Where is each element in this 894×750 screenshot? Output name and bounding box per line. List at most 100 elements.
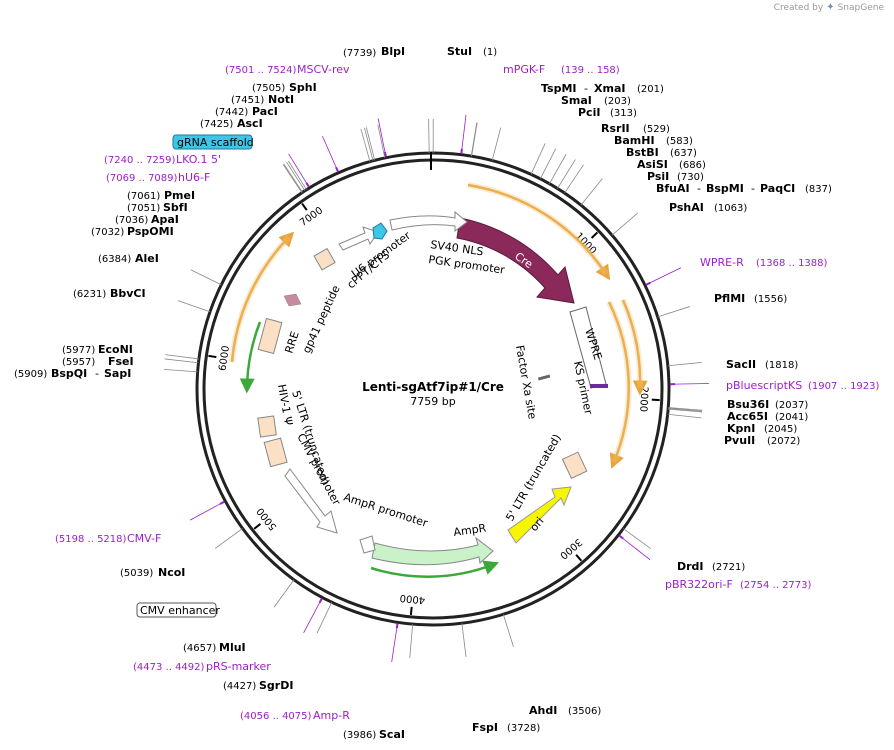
- enzyme-pos-smai: (203): [604, 96, 631, 107]
- backbone-outer-ring: [195, 151, 671, 627]
- enzyme-name-pflmi[interactable]: PflMI: [714, 292, 745, 305]
- scale-tick-label-5000: 5000: [255, 505, 279, 532]
- enzyme-name-mlui[interactable]: MluI: [219, 641, 246, 654]
- enzyme-name-blpi[interactable]: BlpI: [381, 45, 405, 58]
- grna-scaffold-tag[interactable]: gRNA scaffold: [172, 134, 254, 150]
- enzyme-name-ncoi[interactable]: NcoI: [158, 566, 185, 579]
- scale-tick-label-3000: 3000: [557, 536, 583, 561]
- hiv-psi-label: HIV-1 Ψ: [275, 383, 295, 426]
- orf-arc-left: [230, 231, 295, 363]
- enzyme-connector-sphi: [377, 124, 386, 159]
- enzyme-pos-noti: (7451): [231, 95, 264, 106]
- primer-name-pbks[interactable]: pBluescriptKS: [726, 379, 802, 392]
- orf-arc-top-right: [467, 183, 611, 281]
- enzyme-pos-fsei: (5957): [62, 357, 95, 368]
- enzyme-name-econi[interactable]: EcoNI: [98, 343, 133, 356]
- enzyme-pos-sgrdi: (4427): [223, 681, 256, 692]
- scale-tick-label-6000: 6000: [217, 345, 232, 372]
- enzyme-name-sbfi[interactable]: SbfI: [163, 201, 188, 214]
- primer-name-mscv[interactable]: MSCV-rev: [297, 63, 350, 76]
- enzyme-name-sgrdi[interactable]: SgrDI: [259, 679, 293, 692]
- enzyme-name-ahdi[interactable]: AhdI: [529, 704, 557, 717]
- enzyme-pos-bsu36i: (2037): [775, 400, 808, 411]
- enzyme-connector-fspi: [461, 623, 467, 658]
- enzyme-name-alei[interactable]: AleI: [135, 252, 159, 265]
- enzyme-name-sacii[interactable]: SacII: [726, 358, 756, 371]
- created-by-text: Created by: [773, 2, 824, 13]
- enzyme-connector-noti: [365, 127, 376, 161]
- primer-mark-hu6: [305, 182, 310, 188]
- enzyme-connector-econi: [165, 354, 199, 360]
- enzyme-name-bspqi[interactable]: BspQI: [51, 367, 87, 380]
- primer-name-prs[interactable]: pRS-marker: [206, 660, 271, 673]
- enzyme-name-smai[interactable]: SmaI: [561, 94, 592, 107]
- primer-connector-pbks: [674, 383, 709, 385]
- snapgene-logo-icon: ✦: [826, 2, 835, 13]
- enzyme-connector-asci: [360, 128, 371, 162]
- enzyme-name-bsu36i[interactable]: Bsu36I: [727, 398, 769, 411]
- ltr-right-box: [561, 451, 588, 480]
- enzyme-name-rsrii[interactable]: RsrII: [601, 122, 630, 135]
- pgk-promoter-label: PGK promoter: [428, 253, 506, 277]
- enzyme-name-pvuii[interactable]: PvuII: [724, 434, 755, 447]
- enzyme-pos-asci: (7425): [200, 119, 233, 130]
- enzyme-name-bstbi[interactable]: BstBI: [626, 146, 659, 159]
- enzyme-name-stui[interactable]: StuI: [447, 45, 472, 58]
- primer-connector-hu6: [288, 153, 307, 183]
- enzyme-pos-psii: (730): [677, 172, 704, 183]
- enzyme-name-apai[interactable]: ApaI: [151, 213, 179, 226]
- enzyme-name-scai[interactable]: ScaI: [379, 728, 405, 741]
- scale-tick-3000: [575, 554, 583, 562]
- enzyme-name-drdi[interactable]: DrdI: [677, 560, 704, 573]
- primer-range-ampr: (4056 .. 4075): [240, 711, 312, 722]
- enzyme-name-asisi[interactable]: AsiSI: [637, 158, 668, 171]
- cre-feature-arrow: [456, 217, 575, 304]
- enzyme-name-acc65i[interactable]: Acc65I: [727, 410, 768, 423]
- primer-name-pbr[interactable]: pBR322ori-F: [665, 578, 733, 591]
- enzyme-name-psii[interactable]: PsiI: [647, 170, 669, 183]
- enzyme-name-asci[interactable]: AscI: [237, 117, 263, 130]
- enzyme-pos-sbfi: (7051): [127, 203, 160, 214]
- primer-connector-ampr: [391, 628, 398, 662]
- enzyme-name-paci[interactable]: PacI: [252, 105, 278, 118]
- primer-name-mpgk[interactable]: mPGK-F: [503, 63, 545, 76]
- enzyme-name-fsei[interactable]: FseI: [108, 355, 134, 368]
- cppt-box: [313, 247, 336, 271]
- primer-name-lko[interactable]: LKO.1 5': [176, 153, 221, 166]
- enzyme-name-pshai[interactable]: PshAI: [669, 201, 704, 214]
- ampr-promoter-label: AmpR promoter: [342, 490, 430, 530]
- enzyme-pos-ahdi: (3506): [568, 706, 601, 717]
- primer-name-ampr[interactable]: Amp-R: [313, 709, 350, 722]
- enzyme-name-kpni[interactable]: KpnI: [727, 422, 755, 435]
- enzyme-name-pspomi[interactable]: PspOMI: [127, 225, 174, 238]
- primer-name-wpre[interactable]: WPRE-R: [700, 256, 744, 269]
- enzyme-sep-sapi: -: [95, 367, 99, 380]
- enzyme-name-pmei[interactable]: PmeI: [164, 189, 195, 202]
- enzyme-connector-pshai: [611, 212, 639, 236]
- enzyme-name-bbvci[interactable]: BbvCI: [110, 287, 146, 300]
- enzyme-name-bfuai[interactable]: BfuAI: [656, 182, 690, 195]
- primer-name-hu6[interactable]: hU6-F: [178, 171, 210, 184]
- enzyme-name2-xmai[interactable]: XmaI: [594, 82, 625, 95]
- enzyme-name-noti[interactable]: NotI: [268, 93, 294, 106]
- primer-name-cmvf[interactable]: CMV-F: [127, 532, 161, 545]
- enzyme-connector-bspqi: [163, 368, 198, 373]
- snapgene-brand: Created by ✦ SnapGene: [774, 2, 884, 13]
- enzyme-pos-stui: (1): [483, 47, 497, 58]
- primer-mark-msCV: [383, 151, 387, 157]
- factor-xa-label: Factor Xa site: [513, 344, 539, 420]
- enzyme-name2-sapi[interactable]: SapI: [104, 367, 131, 380]
- rre-box: [257, 317, 283, 355]
- ampr-orf-arc: [370, 560, 500, 578]
- enzyme-name-tspmi[interactable]: TspMI: [541, 82, 577, 95]
- primer-range-wpre: (1368 .. 1388): [756, 258, 828, 269]
- enzyme-name-sphi[interactable]: SphI: [289, 81, 317, 94]
- enzyme-name-fspi[interactable]: FspI: [472, 721, 498, 734]
- enzyme-connector-asisi: [557, 159, 576, 189]
- enzyme-name3-paqci[interactable]: PaqCI: [760, 182, 795, 195]
- enzyme-name-pcii[interactable]: PciI: [578, 106, 600, 119]
- enzyme-name-bamhi[interactable]: BamHI: [614, 134, 655, 147]
- enzyme-name2-bspmi[interactable]: BspMI: [706, 182, 744, 195]
- cmv-enhancer-tag[interactable]: CMV enhancer: [136, 602, 220, 618]
- enzyme-connector-paci: [364, 127, 374, 161]
